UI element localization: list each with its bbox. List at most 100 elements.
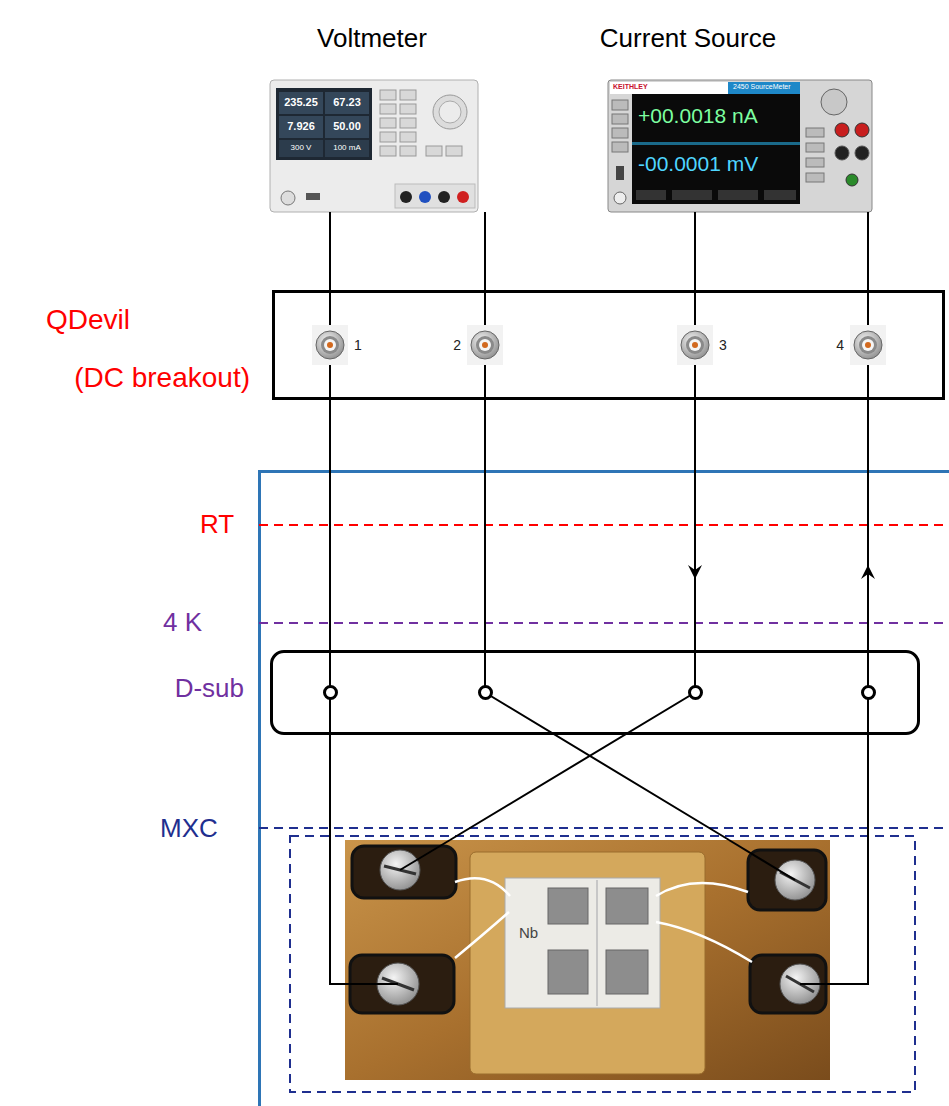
dsub-pin xyxy=(861,685,876,700)
stage-lines-part xyxy=(259,524,949,526)
sample-holder-photo-part xyxy=(548,950,588,994)
bnc-icons-part xyxy=(312,325,348,365)
sample-holder-photo-part xyxy=(455,912,509,958)
voltmeter-picture-part xyxy=(325,116,369,138)
wire-group xyxy=(450,365,702,840)
sample-holder-photo-part xyxy=(729,840,795,880)
bnc-icons-part xyxy=(862,339,874,351)
voltmeter-picture-part xyxy=(380,90,396,100)
current-source-picture-part xyxy=(821,89,847,115)
voltmeter-picture-part xyxy=(400,132,416,142)
sample-holder-photo-part xyxy=(345,983,398,985)
current-source-picture-part xyxy=(610,82,800,94)
bnc-icons-part xyxy=(686,336,704,354)
current-source-picture-part xyxy=(616,166,624,180)
display-reading: 50.00 xyxy=(333,120,361,133)
wire xyxy=(450,365,695,840)
node-label: Current Source xyxy=(600,24,776,54)
bnc-connector: 3 xyxy=(677,325,713,365)
voltmeter-picture-part xyxy=(419,191,431,203)
current-source-picture-part xyxy=(614,192,626,204)
voltmeter-picture-part xyxy=(400,191,412,203)
bnc-connector: 2 xyxy=(467,325,503,365)
current-source-picture-part xyxy=(728,82,800,94)
stage-lines-part xyxy=(259,827,949,829)
voltmeter-picture-part xyxy=(439,101,461,123)
bnc-icons-part xyxy=(327,342,333,348)
wire xyxy=(484,212,486,325)
voltmeter-picture-part xyxy=(276,88,372,160)
wire xyxy=(867,212,869,325)
bnc-icons-part xyxy=(859,336,877,354)
stage-label: RT xyxy=(200,510,234,540)
bnc-icons-part xyxy=(467,325,503,365)
voltmeter-picture-part xyxy=(446,146,462,156)
fridge-outline-part xyxy=(260,472,949,1106)
node-label: 3 xyxy=(719,337,727,353)
bnc-icons-part xyxy=(865,342,871,348)
display-reading: 7.926 xyxy=(287,120,315,133)
display-reading: +00.0018 nA xyxy=(638,104,758,128)
current-source-picture-part xyxy=(764,190,796,200)
wire xyxy=(330,365,345,984)
sample-holder-photo-part xyxy=(800,983,830,985)
sample-holder-photo-part xyxy=(656,883,748,896)
stage-lines-part xyxy=(259,622,949,624)
wire-group xyxy=(485,365,729,840)
voltmeter-picture-part xyxy=(438,191,450,203)
sample-holder-photo-part xyxy=(345,840,830,1080)
voltmeter-picture-part xyxy=(380,146,396,156)
node-label: 2 xyxy=(453,337,461,353)
arrow-head xyxy=(861,565,875,579)
voltmeter-picture-part xyxy=(281,191,295,205)
bnc-icons-part xyxy=(854,331,882,359)
sample-holder: Nb xyxy=(345,840,830,1080)
voltmeter-picture-part xyxy=(426,146,442,156)
sample-holder-photo-part xyxy=(548,888,588,924)
display-reading: 100 mA xyxy=(333,143,361,152)
current-source-picture-part xyxy=(806,158,824,167)
current-source-picture-part xyxy=(636,190,666,200)
node-label: D-sub xyxy=(175,674,244,704)
stage-label: MXC xyxy=(160,814,218,844)
sample-holder-photo-part xyxy=(470,852,705,1074)
bnc-icons-part xyxy=(479,339,491,351)
current-source-picture xyxy=(608,80,872,212)
wire-group xyxy=(695,212,696,325)
current-source-picture-part xyxy=(835,123,849,137)
bnc-icons-part xyxy=(692,342,698,348)
wire-group xyxy=(830,365,875,984)
current-source-picture-part xyxy=(806,173,824,182)
bnc-icons xyxy=(312,325,886,365)
dsub-pin xyxy=(688,685,703,700)
current-source-picture-part xyxy=(806,143,824,152)
current-source-picture-part xyxy=(632,142,800,145)
wire xyxy=(329,212,331,325)
sample-holder-photo-part xyxy=(606,888,648,924)
node-label: 1 xyxy=(354,337,362,353)
bnc-icons-part xyxy=(476,336,494,354)
sample-holder-photo xyxy=(345,840,830,1080)
display-reading: -00.0001 mV xyxy=(638,152,758,176)
current-source-picture-part xyxy=(672,190,712,200)
wire-group xyxy=(330,365,345,984)
voltmeter-picture-part xyxy=(270,80,478,212)
sample-holder-photo-part xyxy=(455,878,510,896)
current-source-picture-part xyxy=(612,100,628,110)
bnc-icons-part xyxy=(316,331,344,359)
current-source-picture-part xyxy=(608,80,872,212)
model-name: 2450 SourceMeter xyxy=(733,83,791,91)
current-source-picture-part xyxy=(612,128,628,138)
bnc-connector: 1 xyxy=(312,325,348,365)
voltmeter-picture-part xyxy=(306,193,320,200)
bnc-icons-part xyxy=(321,336,339,354)
bnc-connector: 4 xyxy=(850,325,886,365)
current-source-picture-part xyxy=(718,190,758,200)
sample-holder-photo-part xyxy=(505,878,660,1008)
current-source-picture-part xyxy=(612,114,628,124)
d-sub-connector: D-sub xyxy=(270,650,920,735)
voltmeter-picture-part xyxy=(380,132,396,142)
display-reading: 235.25 xyxy=(284,96,318,109)
